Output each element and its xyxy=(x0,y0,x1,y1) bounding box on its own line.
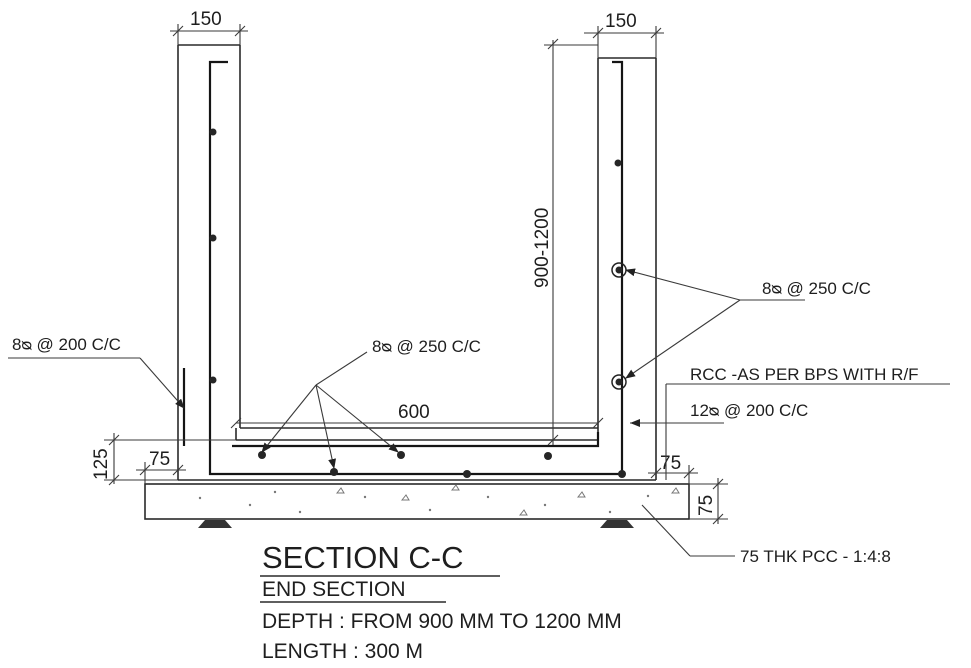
dim-left-wall: 150 xyxy=(190,9,222,30)
leader-lines xyxy=(8,268,950,557)
notes: 8ᴓ @ 200 C/C 8ᴓ @ 250 C/C 8ᴓ @ 250 C/C R… xyxy=(12,279,919,566)
note-left-wall-rebar: 8ᴓ @ 200 C/C xyxy=(12,335,121,354)
dim-right-wall: 150 xyxy=(605,11,637,32)
note-rcc-spec: RCC -AS PER BPS WITH R/F xyxy=(690,365,919,384)
note-pcc-spec: 75 THK PCC - 1:4:8 xyxy=(740,547,891,566)
dim-pcc-thickness: 75 xyxy=(696,495,717,516)
note-main-bars: 12ᴓ @ 200 C/C xyxy=(690,401,808,420)
section-title: SECTION C-C xyxy=(262,540,464,575)
dim-base-slab: 125 xyxy=(91,448,112,480)
title-block: SECTION C-C END SECTION DEPTH : FROM 900… xyxy=(260,540,622,663)
pcc-bed xyxy=(144,483,690,528)
length-line: LENGTH : 300 M xyxy=(262,640,423,663)
note-right-wall-rebar: 8ᴓ @ 250 C/C xyxy=(762,279,871,298)
dimension-lines xyxy=(104,24,728,525)
dim-pcc-left: 75 xyxy=(149,449,170,470)
depth-line: DEPTH : FROM 900 MM TO 1200 MM xyxy=(262,610,622,633)
dim-pcc-right: 75 xyxy=(660,453,681,474)
dim-wall-height: 900-1200 xyxy=(532,208,553,288)
drain-outline xyxy=(177,44,657,481)
section-subtitle: END SECTION xyxy=(262,578,406,601)
note-base-rebar: 8ᴓ @ 250 C/C xyxy=(372,337,481,356)
dimension-labels: 150 150 900-1200 600 125 75 75 75 xyxy=(91,9,717,516)
dim-inner-width: 600 xyxy=(398,402,430,423)
